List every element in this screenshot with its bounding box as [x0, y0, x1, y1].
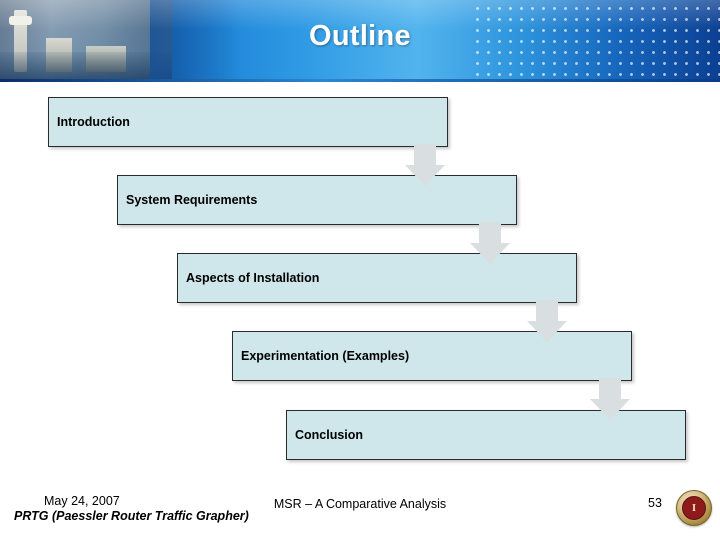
arrow-head: [527, 321, 567, 342]
arrow-shaft: [414, 144, 436, 166]
footer-subtitle: MSR – A Comparative Analysis: [273, 497, 447, 511]
outline-step-box: Introduction: [48, 97, 448, 147]
down-arrow-icon: [470, 222, 510, 264]
outline-step-box: System Requirements: [117, 175, 517, 225]
arrow-shaft: [599, 378, 621, 400]
institution-logo: I: [676, 490, 712, 526]
footer-date: May 24, 2007: [44, 494, 120, 508]
footer-note: PRTG (Paessler Router Traffic Grapher): [14, 509, 249, 523]
cityscape-photo: [0, 0, 172, 82]
arrow-shaft: [536, 300, 558, 322]
outline-step-label: System Requirements: [126, 193, 258, 207]
outline-step-label: Experimentation (Examples): [241, 349, 410, 363]
outline-step-label: Aspects of Installation: [186, 271, 320, 285]
arrow-head: [405, 165, 445, 186]
outline-step-label: Conclusion: [295, 428, 364, 442]
banner-bottom-rule: [0, 79, 720, 82]
footer-page-number: 53: [648, 496, 662, 510]
outline-step-box: Experimentation (Examples): [232, 331, 632, 381]
logo-monogram: I: [682, 496, 706, 520]
banner-sheen: [0, 0, 720, 30]
arrow-shaft: [479, 222, 501, 244]
down-arrow-icon: [405, 144, 445, 186]
banner-photo-fade: [150, 0, 240, 82]
banner-dot-pattern: [470, 0, 720, 82]
slide-header-banner: Outline: [0, 0, 720, 82]
down-arrow-icon: [590, 378, 630, 420]
page-title: Outline: [309, 20, 411, 52]
outline-step-label: Introduction: [57, 115, 130, 129]
outline-step-box: Aspects of Installation: [177, 253, 577, 303]
arrow-head: [590, 399, 630, 420]
arrow-head: [470, 243, 510, 264]
down-arrow-icon: [527, 300, 567, 342]
